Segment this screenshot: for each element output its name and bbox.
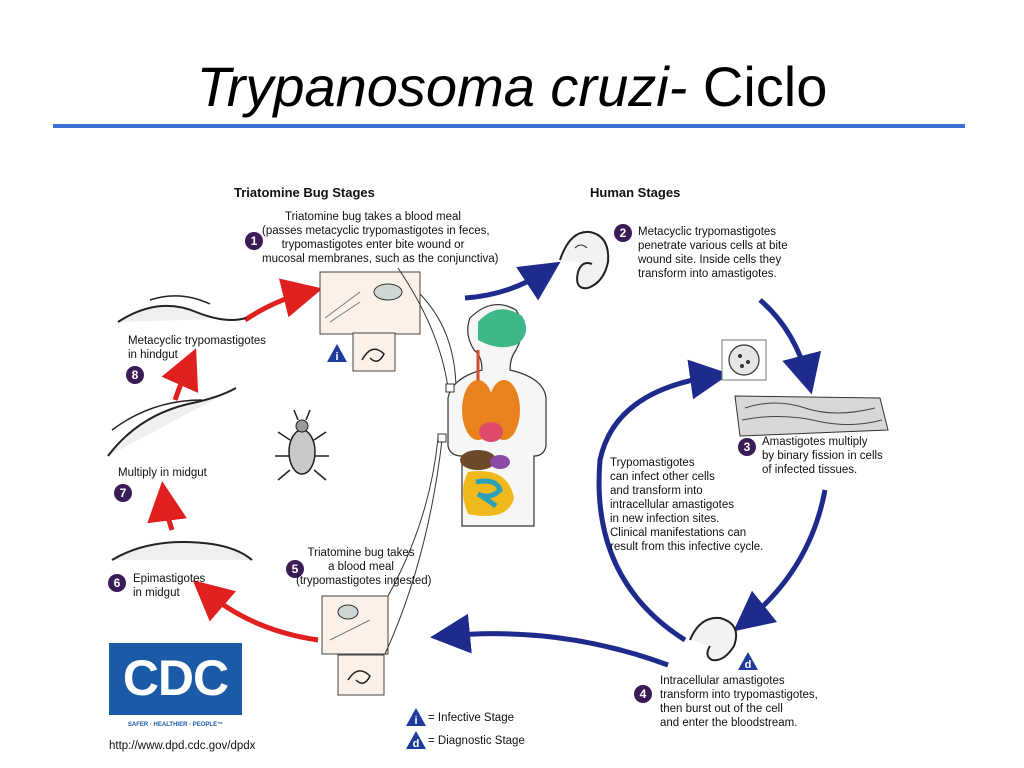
stage-2-text: Metacyclic trypomastigotes penetrate var… xyxy=(638,226,788,280)
stage-7-text: Multiply in midgut xyxy=(118,467,207,479)
cdc-logo: CDC SAFER · HEALTHIER · PEOPLE™ xyxy=(109,643,242,735)
triatomine-bug xyxy=(275,409,329,481)
arrow-8-to-1 xyxy=(243,278,323,323)
stage-1-badge: 1 xyxy=(245,232,263,250)
infected-tissue xyxy=(734,395,889,437)
stage-1-text: Triatomine bug takes a blood meal (passe… xyxy=(262,211,499,265)
svg-text:i: i xyxy=(414,715,417,726)
stage-5-text: Triatomine bug takes a blood meal (trypo… xyxy=(296,547,432,587)
svg-text:d: d xyxy=(745,659,752,670)
stage-6-badge: 6 xyxy=(108,574,126,592)
cdc-logo-letters: CDC xyxy=(122,650,229,706)
bug-bite-panel-1 xyxy=(319,271,421,372)
arrow-3-to-4 xyxy=(733,489,828,632)
source-url: http://www.dpd.cdc.gov/dpdx xyxy=(109,740,256,752)
parasite-stage-6 xyxy=(111,541,253,561)
stage-8-badge: 8 xyxy=(126,366,144,384)
bug-bite-panel-5 xyxy=(321,595,389,696)
legend-diagnostic-label: = Diagnostic Stage xyxy=(428,735,525,747)
human-figure xyxy=(437,303,547,527)
parasite-stage-8 xyxy=(117,295,247,323)
stage-4-text: Intracellular amastigotes transform into… xyxy=(660,675,818,729)
infective-stage-marker: i xyxy=(327,344,347,362)
svg-text:d: d xyxy=(413,738,420,749)
stage-4-badge: 4 xyxy=(634,685,652,703)
stage-7-badge: 7 xyxy=(114,484,132,502)
arrow-6-to-7 xyxy=(147,481,187,531)
arrow-4-to-5 xyxy=(430,613,669,668)
arrow-1-to-2 xyxy=(464,261,561,301)
arrow-7-to-8 xyxy=(161,348,199,401)
cdc-logo-tagline: SAFER · HEALTHIER · PEOPLE™ xyxy=(109,715,242,735)
arrow-inner-cycle xyxy=(596,359,730,643)
legend-diagnostic-icon: d xyxy=(406,731,426,749)
bug-stages-heading: Triatomine Bug Stages xyxy=(234,185,375,200)
legend-infective-icon: i xyxy=(406,708,426,726)
stage-6-text: Epimastigotes in midgut xyxy=(133,573,206,599)
svg-text:i: i xyxy=(335,351,338,362)
reinfection-note: Trypomastigotes can infect other cells a… xyxy=(610,457,764,553)
diagnostic-stage-marker: d xyxy=(738,652,758,670)
title-underline xyxy=(53,124,965,128)
arrow-5-to-6 xyxy=(192,580,319,643)
stage-3-text: Amastigotes multiply by binary fission i… xyxy=(762,436,883,476)
human-stages-heading: Human Stages xyxy=(590,185,681,200)
parasite-stage-4 xyxy=(689,616,738,662)
parasite-stage-2 xyxy=(559,230,610,290)
legend-infective-label: = Infective Stage xyxy=(428,712,514,724)
arrow-2-to-3 xyxy=(758,298,822,395)
stage-3-badge: 3 xyxy=(738,438,756,456)
stage-8-text: Metacyclic trypomastigotes in hindgut xyxy=(128,335,267,361)
parasite-stage-7 xyxy=(107,387,237,457)
stage-2-badge: 2 xyxy=(614,224,632,242)
stage-5-badge: 5 xyxy=(286,560,304,578)
page-title: Trypanosoma cruzi- Ciclo xyxy=(196,55,828,118)
amastigote-cell xyxy=(721,339,767,381)
